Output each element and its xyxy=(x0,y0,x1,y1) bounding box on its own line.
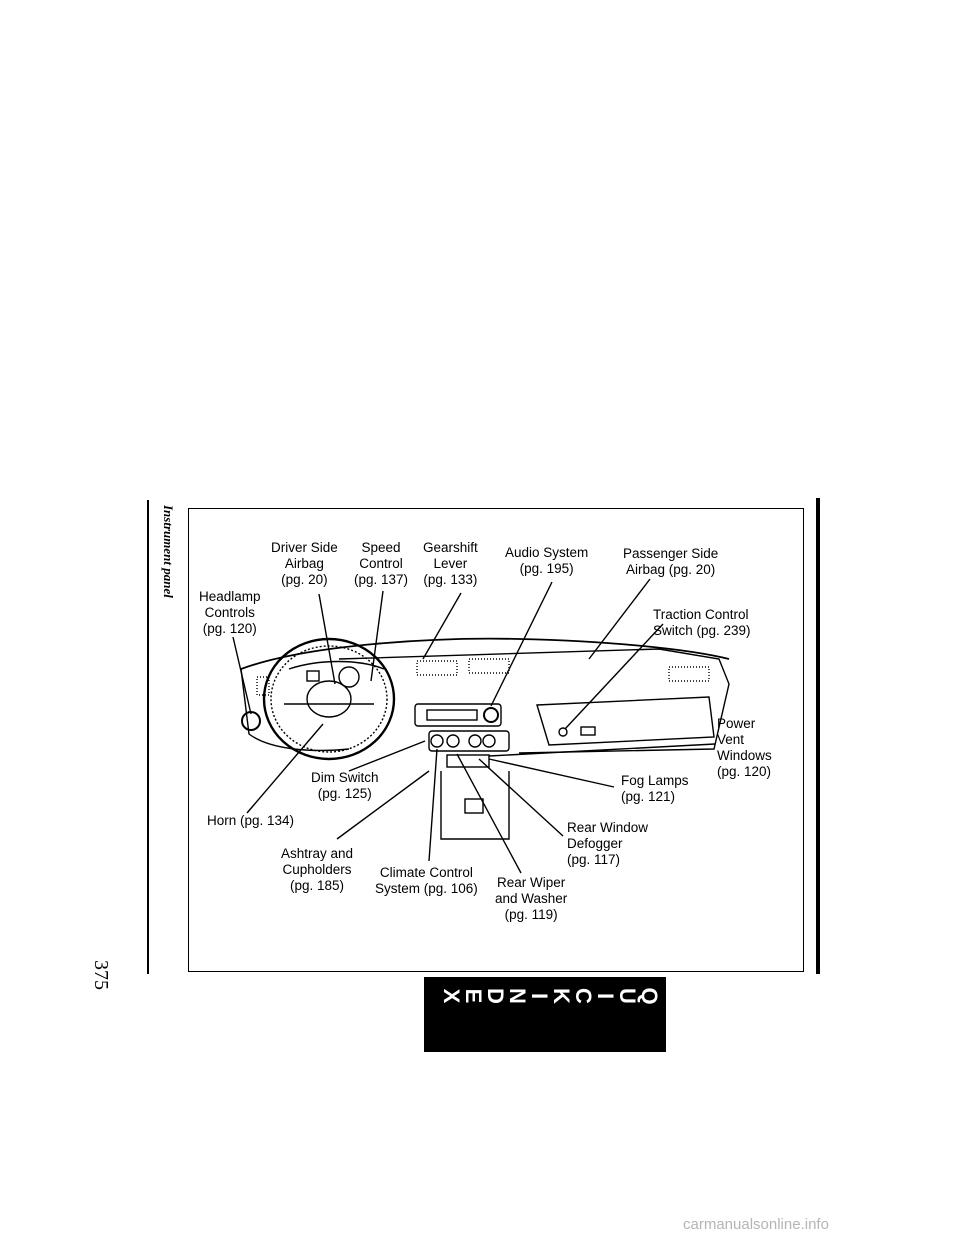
quick-index-letter: E xyxy=(461,988,486,1004)
callout-power-vent-windows: Power Vent Windows (pg. 120) xyxy=(717,716,772,779)
left-margin-rule xyxy=(147,500,149,974)
callout-traction-control-switch: Traction Control Switch (pg. 239) xyxy=(653,607,751,638)
quick-index-letter: N xyxy=(505,988,530,1004)
instrument-panel-figure: Headlamp Controls (pg. 120) Driver Side … xyxy=(188,508,804,972)
right-margin-rule xyxy=(816,498,820,974)
quick-index-letter: D xyxy=(483,988,508,1004)
section-tab: Instrument panel xyxy=(161,505,176,598)
page-number: 375 xyxy=(90,960,112,990)
dashboard-illustration xyxy=(232,578,730,874)
watermark-text: carmanualsonline.info xyxy=(683,1216,829,1233)
quick-index-letter: K xyxy=(549,988,574,1004)
callout-speed-control: Speed Control (pg. 137) xyxy=(354,540,409,587)
quick-index-letter: I xyxy=(527,992,552,1000)
callout-rear-window-defogger: Rear Window Defogger (pg. 117) xyxy=(567,820,649,867)
quick-index-letter: C xyxy=(571,988,596,1004)
callout-driver-side-airbag: Driver Side Airbag (pg. 20) xyxy=(271,540,338,587)
quick-index-tab[interactable]: Q U I C K I N D E X xyxy=(424,977,666,1052)
quick-index-letter: U xyxy=(615,988,640,1004)
callout-gearshift-lever: Gearshift Lever (pg. 133) xyxy=(423,540,478,587)
callout-dim-switch: Dim Switch (pg. 125) xyxy=(311,770,379,801)
callout-rear-wiper-washer: Rear Wiper and Washer (pg. 119) xyxy=(495,875,568,922)
callout-horn: Horn (pg. 134) xyxy=(207,813,295,828)
quick-index-letter: X xyxy=(439,988,464,1004)
callout-climate-control-system: Climate Control System (pg. 106) xyxy=(375,865,478,896)
quick-index-letter: I xyxy=(593,992,618,1000)
callout-headlamp-controls: Headlamp Controls (pg. 120) xyxy=(199,589,261,636)
callout-ashtray-cupholders: Ashtray and Cupholders (pg. 185) xyxy=(281,846,354,893)
callout-passenger-side-airbag: Passenger Side Airbag (pg. 20) xyxy=(623,546,719,577)
callout-audio-system: Audio System (pg. 195) xyxy=(505,545,589,576)
quick-index-letter: Q xyxy=(637,987,662,1005)
callout-fog-lamps: Fog Lamps (pg. 121) xyxy=(621,773,689,804)
